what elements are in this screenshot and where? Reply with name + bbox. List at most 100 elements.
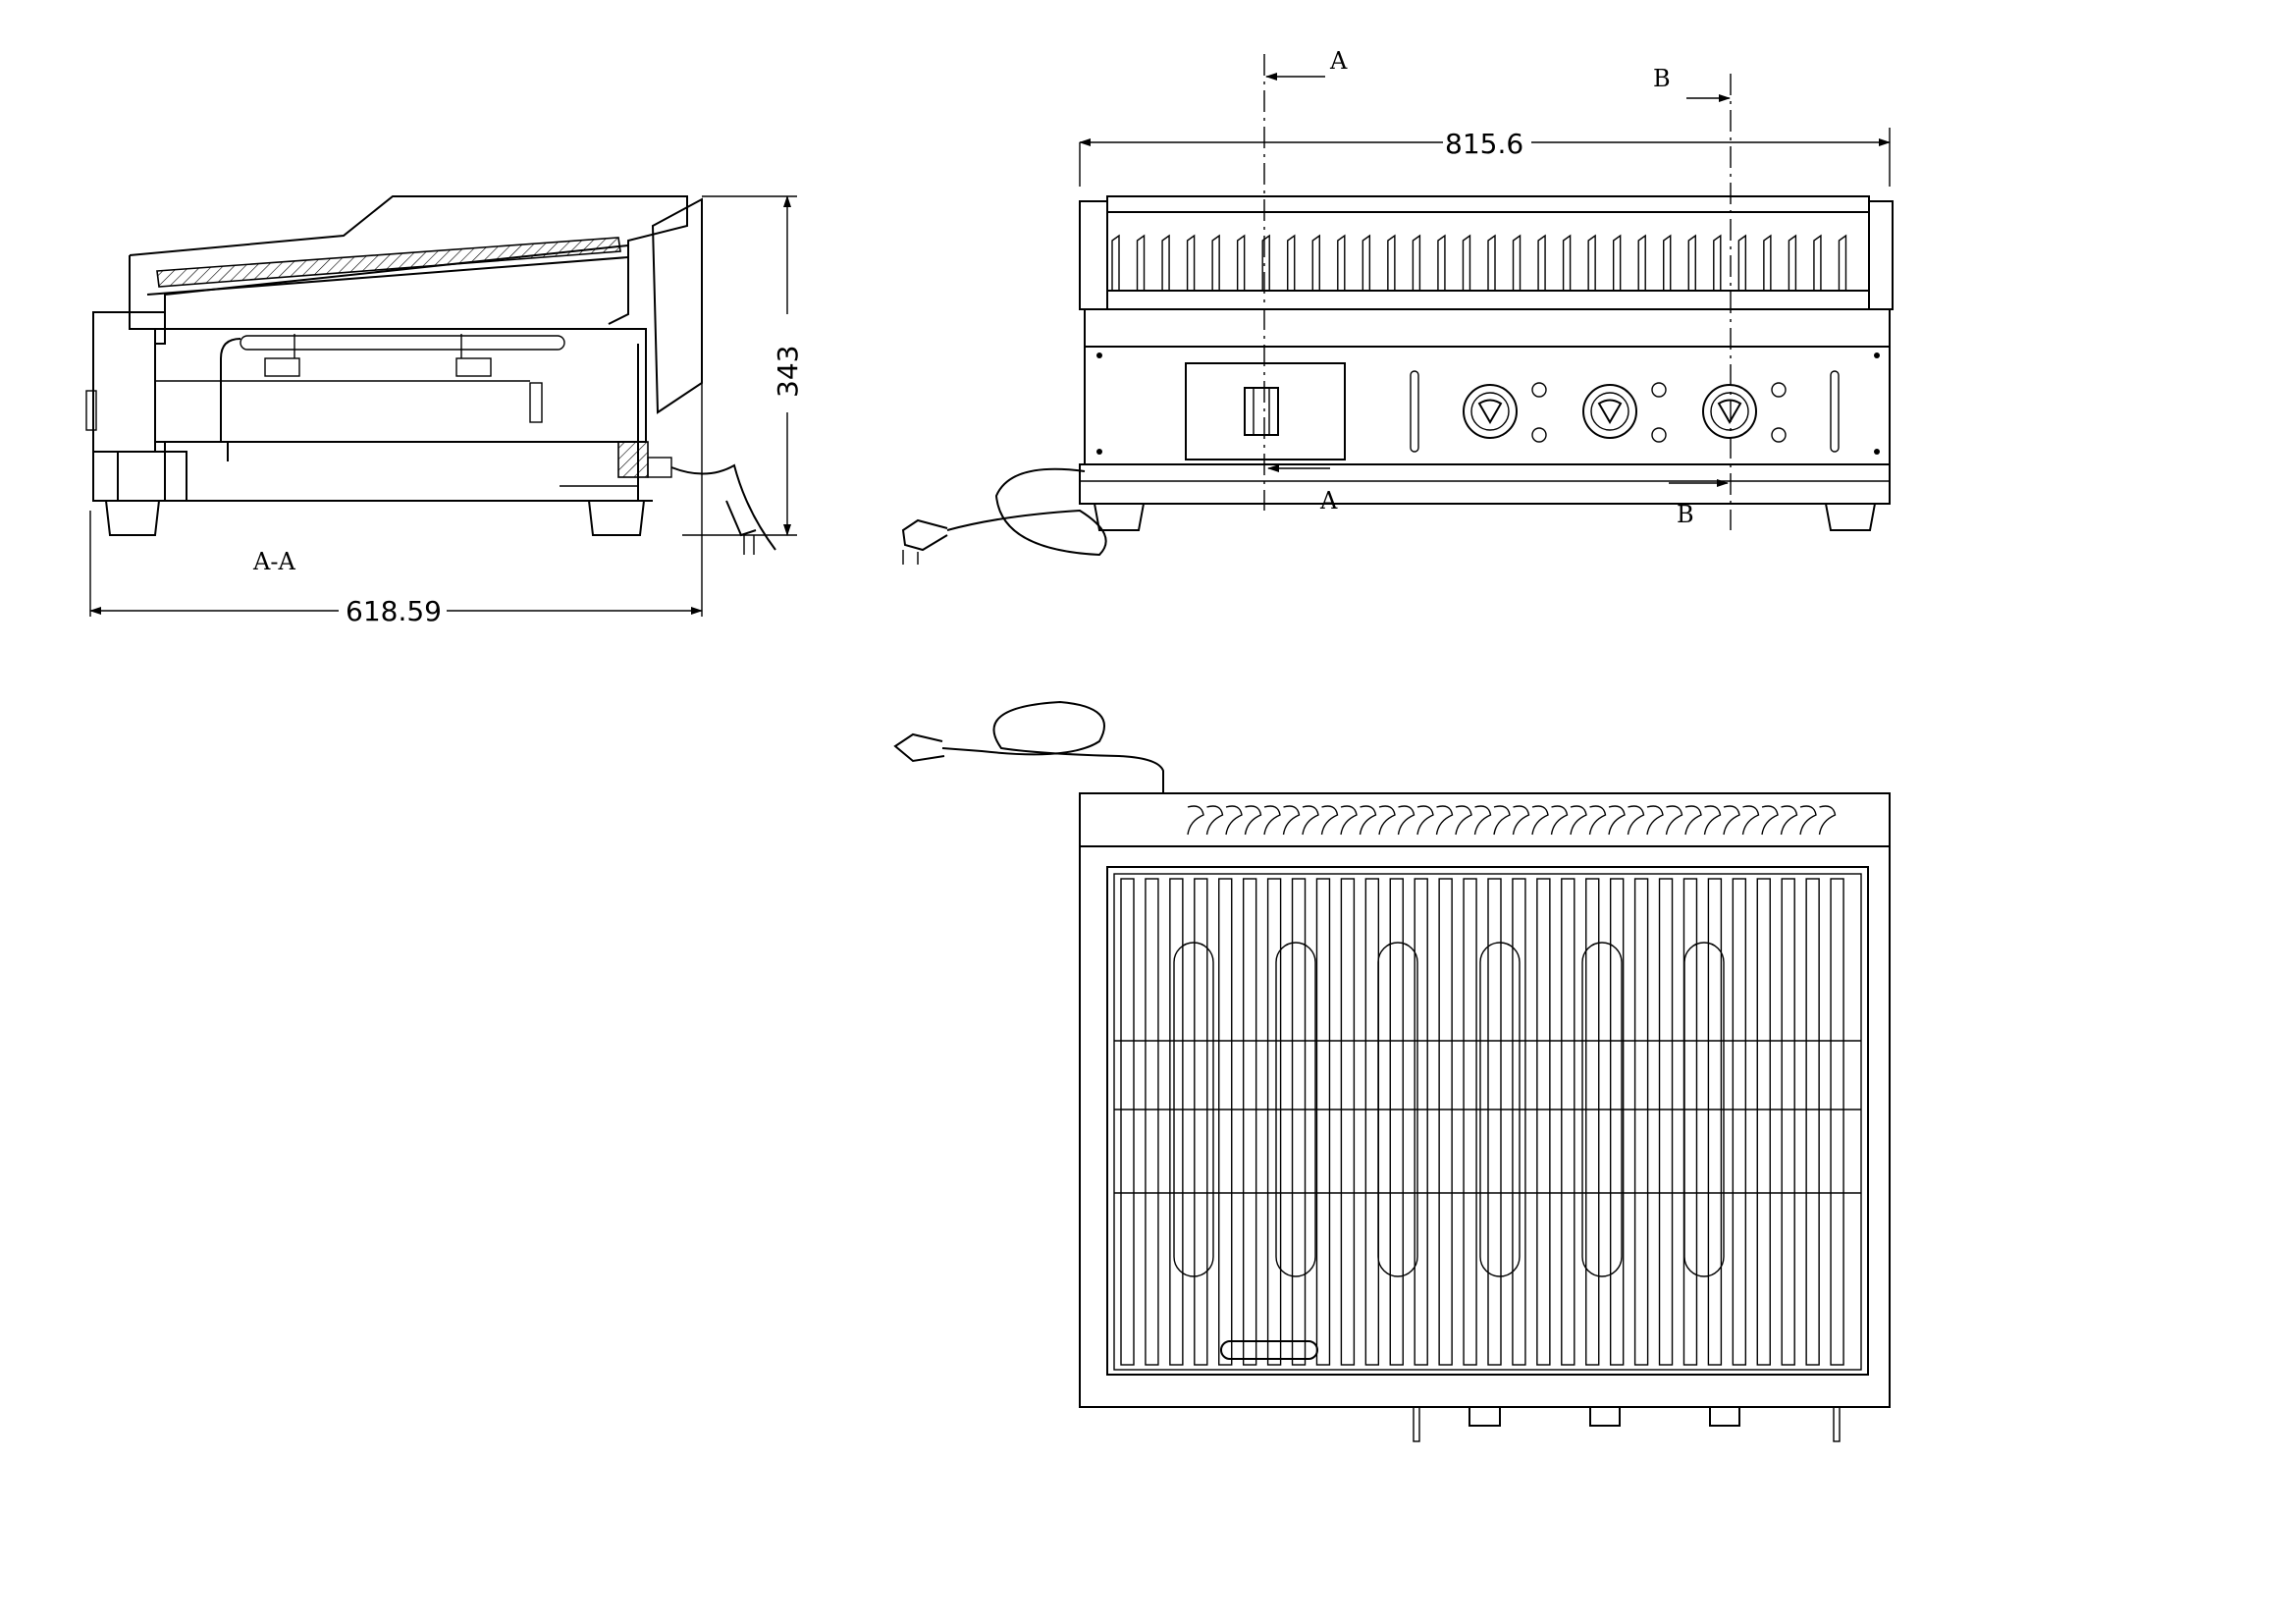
grill-fin [1633, 878, 1649, 1366]
top-grill-bar [1337, 234, 1346, 290]
grill-fin [1364, 878, 1380, 1366]
burner-outline [1683, 942, 1725, 1277]
knob-heart-icon [1597, 399, 1623, 424]
vent-wave [1531, 805, 1549, 836]
vent-wave [1455, 805, 1472, 836]
top-grill-bar [1737, 234, 1747, 290]
grill-fin [1781, 878, 1795, 1366]
vent-wave [1282, 805, 1301, 836]
knob-inner [1470, 392, 1510, 431]
top-grill-bar [1763, 234, 1772, 290]
knob-heart-icon [1717, 399, 1742, 424]
vent-wave [1818, 805, 1837, 836]
grill-fin [1218, 878, 1233, 1366]
top-grill-bar [1111, 234, 1120, 290]
cut-label-a-top: A [1329, 47, 1348, 75]
cut-label-a-bottom: A [1319, 487, 1338, 514]
vent-wave [1780, 805, 1798, 836]
top-grill-bar [1612, 234, 1622, 290]
vent-wave [1340, 805, 1358, 836]
top-grill-bar [1562, 234, 1572, 290]
knob-ring [1702, 384, 1757, 439]
top-grill-bar [1236, 234, 1246, 290]
vent-wave [1799, 805, 1817, 836]
vent-wave [1512, 805, 1530, 836]
grill-fin [1145, 878, 1159, 1366]
top-grill-bar [1186, 234, 1196, 290]
burner-outline [1275, 942, 1316, 1277]
grill-fin [1805, 878, 1820, 1366]
top-grill-bar [1311, 234, 1320, 290]
grill-fin [1512, 878, 1526, 1366]
knob-heart-icon [1477, 399, 1503, 424]
thermostat-box [1185, 362, 1346, 460]
grill-fin [1561, 878, 1575, 1366]
knob-ring [1463, 384, 1518, 439]
top-grill-bar [1687, 234, 1696, 290]
grill-fin [1463, 878, 1477, 1366]
vent-wave [1741, 805, 1760, 836]
top-grill-bar [1813, 234, 1822, 290]
grill-fin [1682, 878, 1698, 1366]
grill-fin [1340, 878, 1356, 1366]
top-grill-bars [1111, 234, 1847, 290]
vent-wave [1588, 805, 1607, 836]
vent-wave [1473, 805, 1492, 836]
grill-fin [1585, 878, 1600, 1366]
top-grill-bar [1713, 234, 1722, 290]
vent-wave [1225, 805, 1243, 836]
cut-label-b-bottom: B [1677, 501, 1694, 528]
grill-fin [1830, 878, 1844, 1366]
grill-fin [1266, 878, 1282, 1366]
knob-inner [1710, 392, 1749, 431]
grill-fin [1242, 878, 1257, 1366]
drip-tray-handle [1220, 1340, 1318, 1360]
thermostat-switch [1244, 387, 1279, 436]
vent-wave [1435, 805, 1454, 836]
vent-wave [1359, 805, 1377, 836]
grill-fin [1414, 878, 1428, 1366]
knob-inner [1590, 392, 1629, 431]
grill-fin [1487, 878, 1502, 1366]
grill-fin [1609, 878, 1625, 1366]
rear-vent-waves [1187, 805, 1837, 836]
grill-fin [1438, 878, 1453, 1366]
burner-outline [1581, 942, 1623, 1277]
front-view: 815.6 [901, 47, 1894, 565]
vent-wave [1550, 805, 1569, 836]
vent-wave [1263, 805, 1281, 836]
top-grill-bar [1362, 234, 1371, 290]
top-grill-bar [1412, 234, 1421, 290]
vent-wave [1761, 805, 1779, 836]
vent-wave [1684, 805, 1702, 836]
grill-fin [1291, 878, 1307, 1366]
vent-wave [1397, 805, 1415, 836]
indicator-hole [1771, 427, 1787, 443]
top-grill-bar [1211, 234, 1220, 290]
grill-fin [1732, 878, 1747, 1366]
section-caption-aa: A-A [252, 548, 295, 575]
control-knobs [1463, 382, 1787, 443]
vent-wave [1703, 805, 1722, 836]
vent-wave [1320, 805, 1339, 836]
burner-outline [1479, 942, 1521, 1277]
grill-fin [1120, 878, 1135, 1366]
indicator-hole [1651, 382, 1667, 398]
side-depth-dimension: 618.59 [346, 595, 442, 627]
grill-fin [1315, 878, 1331, 1366]
grill-fin [1389, 878, 1404, 1366]
top-grill-bar [1387, 234, 1396, 290]
grill-fin [1169, 878, 1184, 1366]
top-grill-bar [1512, 234, 1522, 290]
top-grill-bar [1663, 234, 1672, 290]
top-grill-bar [1537, 234, 1546, 290]
top-grill-bar [1637, 234, 1646, 290]
vent-wave [1570, 805, 1587, 836]
top-grill-bar [1161, 234, 1170, 290]
vent-wave [1646, 805, 1664, 836]
top-grill-bar [1788, 234, 1797, 290]
vent-wave [1205, 805, 1224, 836]
indicator-hole [1651, 427, 1667, 443]
top-grill-bar [1462, 234, 1471, 290]
